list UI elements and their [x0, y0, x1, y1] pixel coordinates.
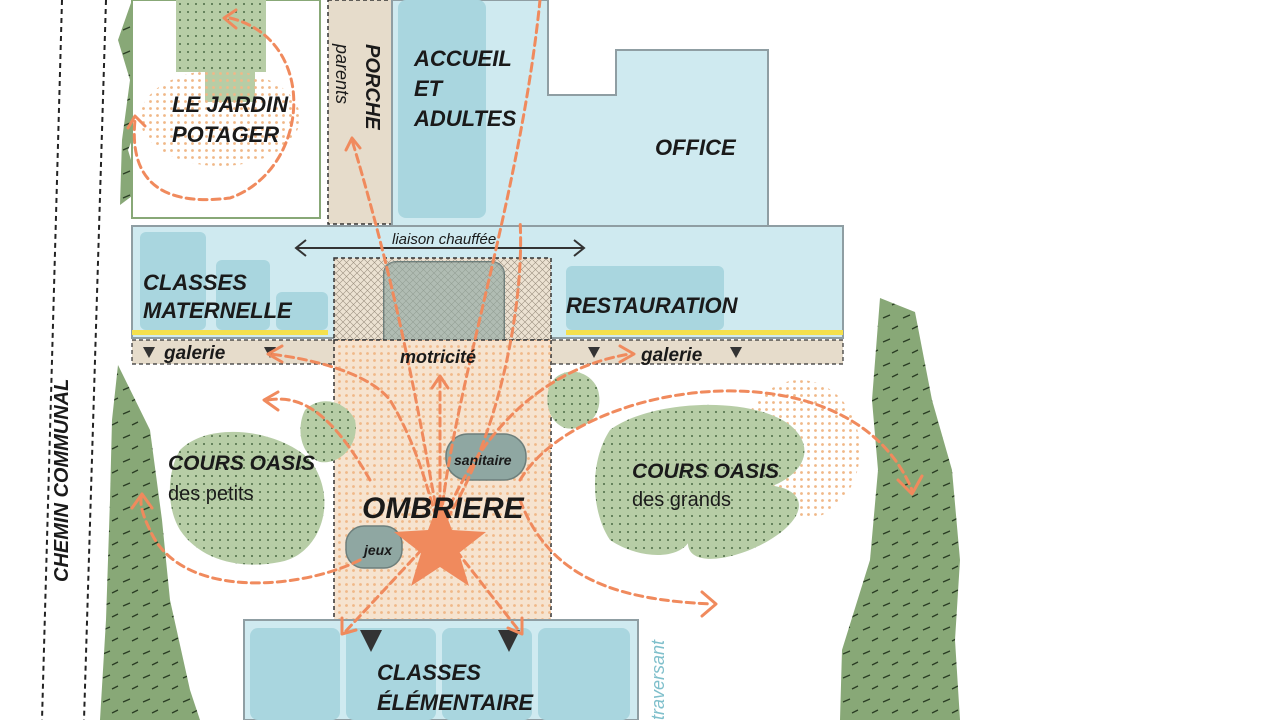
label-accueil-line2: ET — [414, 76, 444, 101]
label-classes-mat-line2: MATERNELLE — [143, 298, 293, 323]
label-accueil-line3: ADULTES — [413, 106, 517, 131]
label-ombriere: OMBRIERE — [362, 492, 525, 525]
ombriere-star-icon — [394, 498, 486, 586]
label-galerie-left: galerie — [163, 343, 226, 364]
accueil-office-building — [391, 0, 769, 227]
label-jardin-line2: POTAGER — [172, 122, 279, 147]
chemin-communal — [41, 0, 107, 720]
label-traversant: traversant — [648, 639, 668, 720]
classes-elementaire-building — [243, 619, 639, 720]
tree-hedge-left-bottom — [100, 365, 200, 720]
label-jeux: jeux — [362, 542, 393, 558]
flow-arrows — [130, 0, 924, 636]
label-sanitaire: sanitaire — [454, 452, 512, 468]
label-oasis-grands-line2: des grands — [632, 489, 731, 511]
label-parents: parents — [332, 43, 352, 104]
label-classes-mat-line1: CLASSES — [143, 270, 247, 295]
jeux-blob — [345, 525, 403, 569]
label-jardin-line1: LE JARDIN — [172, 92, 289, 117]
liaison-chauffee-arrow — [294, 239, 586, 257]
label-office: OFFICE — [655, 135, 737, 160]
label-oasis-grands-line1: COURS OASIS — [632, 460, 779, 483]
cours-oasis-grands — [547, 371, 860, 559]
label-liaison: liaison chauffée — [392, 231, 496, 248]
label-porche: PORCHE — [361, 44, 383, 130]
cours-oasis-petits — [169, 401, 356, 565]
label-classes-elem-line2: ÉLÉMENTAIRE — [377, 690, 534, 715]
label-classes-elem-line1: CLASSES — [377, 660, 481, 685]
labels: LE JARDIN POTAGER PORCHE parents ACCUEIL… — [51, 43, 779, 720]
label-oasis-petits-line2: des petits — [168, 483, 254, 505]
label-galerie-right: galerie — [640, 345, 703, 366]
label-restauration: RESTAURATION — [566, 293, 739, 318]
label-oasis-petits-line1: COURS OASIS — [168, 452, 315, 475]
jardin-potager-zone — [126, 0, 321, 219]
tree-hedge-right — [840, 298, 960, 720]
label-accueil-line1: ACCUEIL — [413, 46, 512, 71]
label-chemin-communal: CHEMIN COMMUNAL — [51, 379, 73, 582]
label-motricite: motricité — [400, 347, 476, 367]
